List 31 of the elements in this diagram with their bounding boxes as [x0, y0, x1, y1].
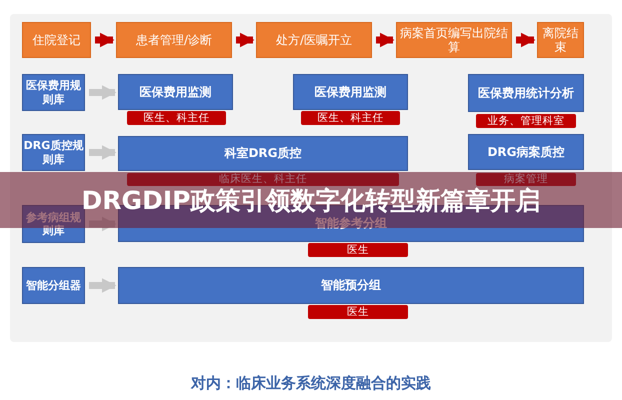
- role-tag: 医生: [308, 305, 408, 319]
- rule-library-box: 医保费用规则库: [22, 74, 85, 111]
- arrow: [376, 32, 394, 48]
- function-box: 医保费用统计分析: [468, 74, 584, 112]
- role-tag: 医生、科主任: [301, 111, 400, 125]
- function-box: 医保费用监测: [118, 74, 233, 110]
- arrow: [236, 32, 254, 48]
- function-box: 科室DRG质控: [118, 136, 408, 171]
- function-box: 智能预分组: [118, 267, 584, 304]
- process-step-box: 患者管理/诊断: [116, 22, 232, 58]
- process-step-box: 住院登记: [22, 22, 91, 58]
- role-tag: 业务、管理科室: [476, 114, 576, 128]
- rule-library-box: DRG质控规则库: [22, 134, 85, 171]
- caption: 对内：临床业务系统深度融合的实践: [191, 374, 431, 392]
- arrow: [89, 216, 116, 232]
- function-box: DRG病案质控: [468, 134, 584, 170]
- arrow: [95, 32, 114, 48]
- rule-library-box: 智能分组器: [22, 267, 85, 304]
- process-step-box: 处方/医嘱开立: [256, 22, 372, 58]
- arrow: [89, 145, 116, 160]
- process-step-box: 离院结束: [537, 22, 584, 58]
- role-tag: 医生: [308, 243, 408, 257]
- process-step-box: 病案首页编写出院结算: [396, 22, 512, 58]
- role-tag: 临床医生、科主任: [127, 173, 399, 186]
- arrow: [89, 85, 116, 100]
- rule-library-box: 参考病组规则库: [22, 205, 85, 243]
- arrow: [89, 278, 116, 293]
- role-tag: 病案管理: [476, 173, 576, 186]
- role-tag: 医生、科主任: [127, 111, 226, 125]
- arrow: [516, 32, 536, 48]
- function-box: 医保费用监测: [293, 74, 408, 110]
